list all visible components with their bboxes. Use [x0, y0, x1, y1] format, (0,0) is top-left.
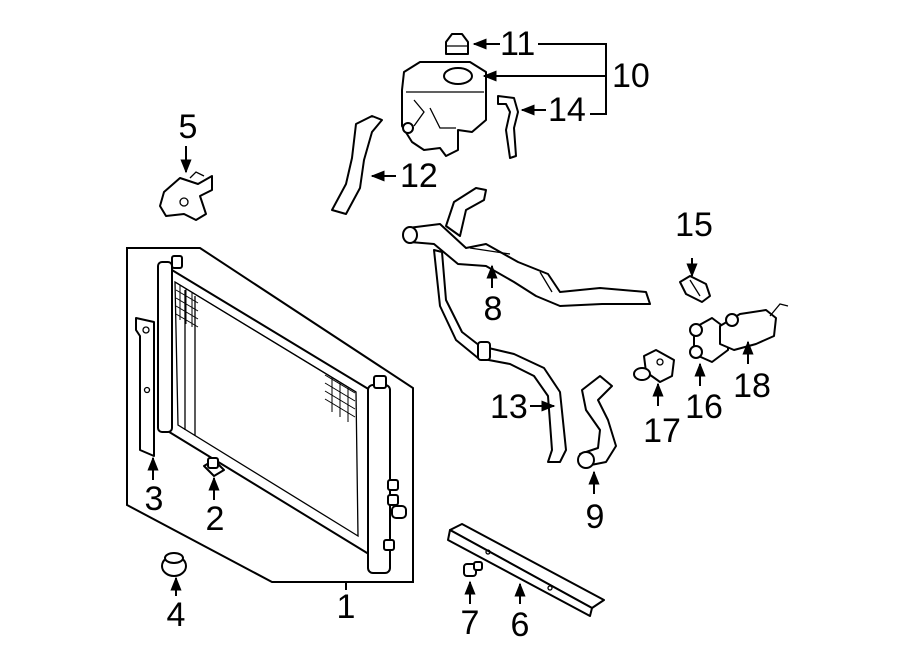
radiator-assembly-outline — [126, 247, 414, 583]
callout-9: 9 — [586, 498, 605, 536]
callout-7: 7 — [461, 604, 480, 642]
mount-bushing — [161, 552, 187, 577]
leader-lines — [147, 38, 754, 604]
callout-4: 4 — [167, 596, 186, 634]
reservoir-cap — [445, 33, 469, 55]
temp-sensor — [679, 275, 711, 303]
callout-18: 18 — [733, 367, 771, 405]
rail-bolt — [463, 561, 483, 577]
callout-2: 2 — [206, 500, 225, 538]
callout-12: 12 — [400, 157, 438, 195]
callout-13: 13 — [490, 388, 528, 426]
radiator-core — [157, 255, 407, 574]
callout-6: 6 — [511, 606, 530, 644]
callout-15: 15 — [675, 206, 713, 244]
callout-16: 16 — [685, 388, 723, 426]
callout-11: 11 — [500, 25, 535, 63]
drain-plug — [203, 457, 225, 477]
callout-17: 17 — [643, 412, 681, 450]
callout-1: 1 — [337, 588, 356, 626]
callout-3: 3 — [145, 480, 164, 518]
reservoir-hose-small — [497, 95, 519, 159]
overflow-hose — [331, 115, 383, 215]
coolant-reservoir — [401, 61, 487, 157]
callout-10: 10 — [612, 57, 650, 95]
callout-5: 5 — [179, 108, 198, 146]
lower-radiator-hose — [577, 375, 617, 469]
side-bracket — [135, 317, 155, 457]
callout-8: 8 — [484, 290, 503, 328]
lower-bypass-hose — [433, 249, 567, 463]
callout-14: 14 — [548, 91, 586, 129]
callout-labels: 1 2 3 4 5 6 7 8 9 10 11 12 13 14 15 16 1… — [145, 25, 771, 644]
upper-radiator-hose — [402, 187, 651, 307]
lower-support-rail — [447, 523, 605, 617]
water-outlet — [633, 349, 675, 383]
water-pipe — [719, 303, 789, 351]
upper-bracket — [159, 171, 213, 221]
